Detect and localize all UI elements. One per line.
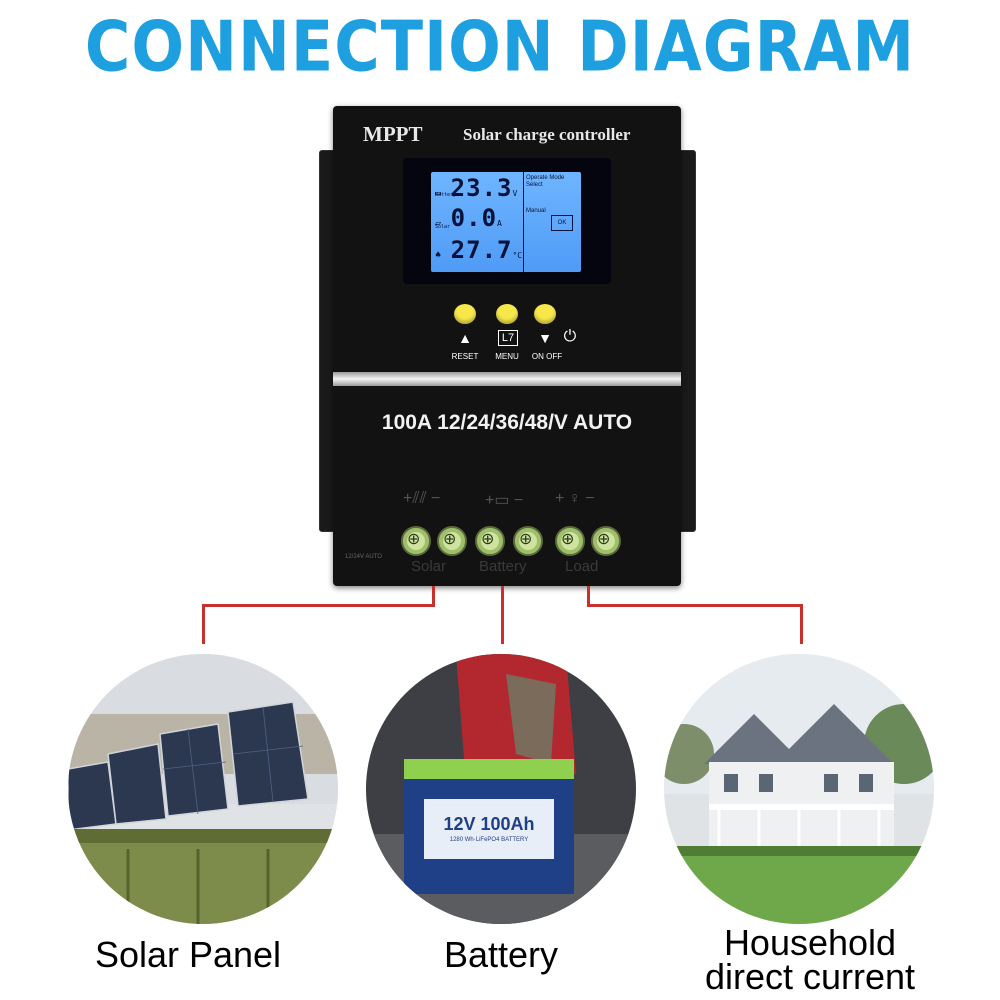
brand-label: MPPT: [363, 122, 423, 146]
menu-icon: L7: [498, 330, 518, 346]
terminal-load-neg[interactable]: [591, 526, 621, 556]
house-photo: [664, 654, 934, 924]
connector-solar-vertical: [432, 586, 435, 606]
battery-sub-text: 1280 Wh·LiFePO4 BATTERY: [449, 837, 529, 843]
rating-label: 100A 12/24/36/48/V AUTO: [381, 411, 633, 434]
lcd-ok-box: OK: [551, 215, 573, 231]
reset-button[interactable]: [454, 304, 476, 324]
lcd-solar-value: 0.0: [450, 204, 498, 232]
lcd-temp-unit: °C: [512, 251, 523, 260]
reset-label: RESET: [451, 352, 479, 361]
connector-battery: [501, 586, 504, 644]
onoff-button[interactable]: [534, 304, 556, 324]
up-triangle-icon: ▲: [458, 330, 472, 346]
terminal-label-battery: Battery: [479, 558, 527, 575]
terminal-label-load: Load: [565, 558, 599, 575]
caption-household-line2: direct current: [704, 956, 916, 997]
menu-label: MENU: [495, 352, 519, 361]
connector-solar-drop: [202, 604, 205, 644]
lcd-battery-unit: V: [512, 189, 518, 198]
caption-household-line1: Household: [723, 922, 897, 963]
lcd-solar-unit: A: [497, 219, 502, 228]
load-symbol-icon: + ♀ −: [555, 490, 595, 507]
lcd-solar-row: ▱ 0.0A: [435, 204, 502, 232]
mounting-flange-right: [680, 150, 696, 532]
lcd-solar-label: Solar: [435, 224, 451, 230]
down-triangle-icon: ▼: [538, 330, 552, 346]
terminal-battery-pos[interactable]: [475, 526, 505, 556]
charge-controller: MPPT Solar charge controller ▭ 23.3V Bat…: [333, 106, 681, 586]
connector-load-drop: [800, 604, 803, 644]
battery-brand-text: 12V 100Ah: [443, 814, 535, 834]
lcd-mode-text: Operate Mode Select: [526, 175, 565, 188]
product-subtitle: Solar charge controller: [463, 125, 631, 144]
model-tiny-label: 12/24V AUTO: [345, 554, 382, 560]
connector-solar-horizontal: [202, 604, 435, 607]
caption-battery: Battery: [443, 934, 559, 975]
connector-load-horizontal: [587, 604, 803, 607]
lcd-battery-value: 23.3: [450, 174, 513, 202]
onoff-label: ON OFF: [531, 352, 563, 361]
terminal-solar-neg[interactable]: [437, 526, 467, 556]
lcd-frame: ▭ 23.3V Battery ▱ 0.0A Solar ♠ 27.7°C Op…: [403, 158, 611, 284]
terminal-solar-pos[interactable]: [401, 526, 431, 556]
terminal-battery-neg[interactable]: [513, 526, 543, 556]
lcd-battery-label: Battery: [435, 192, 457, 198]
lcd-manual-text: Manual: [526, 208, 546, 214]
power-icon: ⏻: [563, 328, 577, 345]
lcd-temp-value: 27.7: [450, 236, 513, 264]
solar-panel-photo: [68, 654, 338, 924]
page-title: CONNECTION DIAGRAM: [84, 5, 916, 88]
lcd-battery-row: ▭ 23.3V: [435, 174, 517, 202]
lcd-temp-row: ♠ 27.7°C: [435, 236, 522, 264]
terminal-load-pos[interactable]: [555, 526, 585, 556]
menu-button[interactable]: [496, 304, 518, 324]
terminal-label-solar: Solar: [411, 558, 447, 575]
connector-load-vertical: [587, 586, 590, 606]
temperature-icon: ♠: [435, 250, 442, 261]
chrome-stripe: [333, 372, 681, 386]
battery-symbol-icon: +▭ −: [485, 492, 524, 509]
solar-symbol-icon: +⫽⫽ −: [403, 490, 441, 507]
lcd-divider: [523, 172, 524, 272]
solar-icon: ▱: [435, 218, 442, 229]
caption-solar-panel: Solar Panel: [94, 934, 282, 975]
battery-icon: ▭: [435, 188, 442, 199]
lcd-screen: ▭ 23.3V Battery ▱ 0.0A Solar ♠ 27.7°C Op…: [431, 172, 581, 272]
battery-photo: 12V 100Ah 1280 Wh·LiFePO4 BATTERY: [366, 654, 636, 924]
